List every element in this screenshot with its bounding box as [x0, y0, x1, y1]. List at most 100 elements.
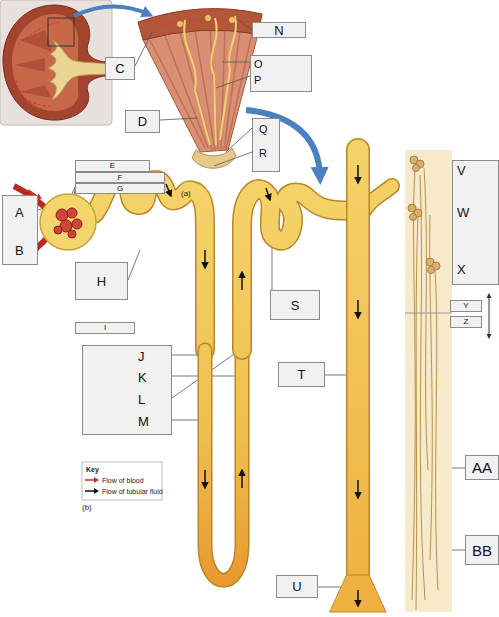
callout-letter: A: [15, 206, 24, 219]
flow-arrow: [357, 590, 359, 606]
leader-line: [135, 32, 152, 66]
callout-letter: B: [15, 244, 24, 257]
renal-pyramid: [143, 30, 258, 152]
legend-arrow: [85, 476, 99, 484]
callout-letter: R: [259, 148, 267, 159]
callout-letter: T: [298, 368, 306, 381]
renal-pyramid: [192, 148, 236, 168]
callout-letter: K: [138, 371, 147, 384]
flow-arrow: [166, 184, 171, 196]
flow-arrow: [357, 165, 359, 183]
renal-pyramid: [138, 9, 262, 40]
kidney-inset: [0, 0, 112, 125]
renal-corpuscle: [40, 194, 96, 250]
label-box: S: [270, 290, 320, 320]
label-box: C: [105, 57, 135, 80]
micrograph-strip: [489, 294, 490, 338]
label-box: JKLM: [82, 345, 172, 435]
renal-corpuscle: [56, 209, 68, 221]
nephron-tubule: [346, 150, 370, 580]
callout-letter: BB: [472, 543, 492, 558]
renal-corpuscle: [40, 194, 96, 250]
micrograph-strip: [428, 267, 435, 274]
renal-corpuscle: [67, 208, 77, 218]
kidney-inset: [3, 5, 108, 120]
callout-letter: Y: [463, 302, 468, 310]
leader-line: [128, 250, 140, 280]
label-box: N: [252, 22, 306, 38]
label-box: H: [75, 262, 128, 300]
micrograph-strip: [405, 313, 452, 314]
renal-pyramid: [229, 17, 235, 23]
label-box: F: [75, 172, 165, 183]
leader-line: [38, 18, 465, 587]
kidney-inset: [48, 40, 108, 100]
renal-pyramid: [184, 16, 236, 145]
figure-label: (b): [82, 504, 92, 512]
nephron-tubule: [205, 350, 242, 580]
callout-letter: G: [117, 185, 123, 193]
leader-line: [226, 128, 252, 152]
label-box: Z: [450, 316, 482, 328]
legend-arrow-shaft: [85, 479, 95, 481]
micrograph-strip: [413, 165, 420, 172]
callout-letter: W: [457, 206, 469, 219]
flow-arrow: [241, 470, 243, 488]
zoom-arrow: [74, 6, 148, 16]
callout-letter: X: [457, 263, 466, 276]
renal-pyramid: [150, 29, 252, 150]
callout-letter: D: [138, 115, 147, 128]
legend-entry: Flow of blood: [85, 476, 144, 484]
micrograph-strip: [408, 156, 440, 274]
label-box: E: [75, 160, 150, 172]
flow-arrow: [166, 165, 358, 606]
renal-pyramid: [205, 15, 211, 21]
leader-line: [214, 152, 252, 166]
nephron-tubule: [242, 189, 356, 350]
callout-letter: Q: [259, 124, 268, 135]
legend-text: Flow of blood: [102, 477, 144, 484]
micrograph-strip: [412, 168, 438, 610]
callout-letter: AA: [472, 460, 492, 475]
callout-letter: L: [138, 393, 145, 406]
callout-letter: J: [138, 350, 145, 363]
micrograph-strip: [410, 214, 417, 221]
leader-line: [272, 244, 273, 290]
flow-arrow: [357, 300, 359, 318]
callout-letter: C: [115, 62, 124, 75]
legend-frame: [82, 462, 162, 500]
label-box: D: [125, 110, 160, 133]
legend-arrow-head: [94, 488, 99, 494]
callout-letter: I: [104, 324, 106, 332]
flow-arrow: [204, 470, 206, 488]
legend-text: Flow of tubular fluid: [102, 488, 163, 495]
nephron-tubule: [242, 189, 356, 350]
label-box: Y: [450, 300, 482, 312]
label-box: QR: [252, 118, 280, 172]
figure-label: Key: [86, 466, 99, 473]
callout-letter: V: [457, 164, 466, 177]
renal-corpuscle: [72, 219, 82, 229]
legend-entry: Flow of tubular fluid: [85, 487, 163, 495]
legend-arrow: [85, 487, 99, 495]
callout-letter: S: [291, 299, 300, 312]
label-box: I: [75, 322, 135, 334]
label-box: U: [276, 575, 318, 598]
label-box: AA: [465, 455, 499, 480]
legend-arrow-shaft: [85, 490, 95, 492]
leader-line: [318, 587, 344, 588]
callout-letter: E: [110, 162, 115, 170]
zoom-arrow: [74, 6, 320, 176]
label-box: OP: [250, 55, 312, 92]
label-box: T: [278, 362, 325, 387]
leader-line: [216, 76, 250, 88]
callout-letter: P: [254, 75, 261, 86]
callout-letter: M: [138, 415, 149, 428]
flow-arrow: [241, 272, 243, 290]
leader-line: [160, 118, 198, 120]
flow-arrow: [204, 250, 206, 268]
callout-letter: U: [292, 580, 301, 593]
label-box: G: [75, 183, 165, 194]
